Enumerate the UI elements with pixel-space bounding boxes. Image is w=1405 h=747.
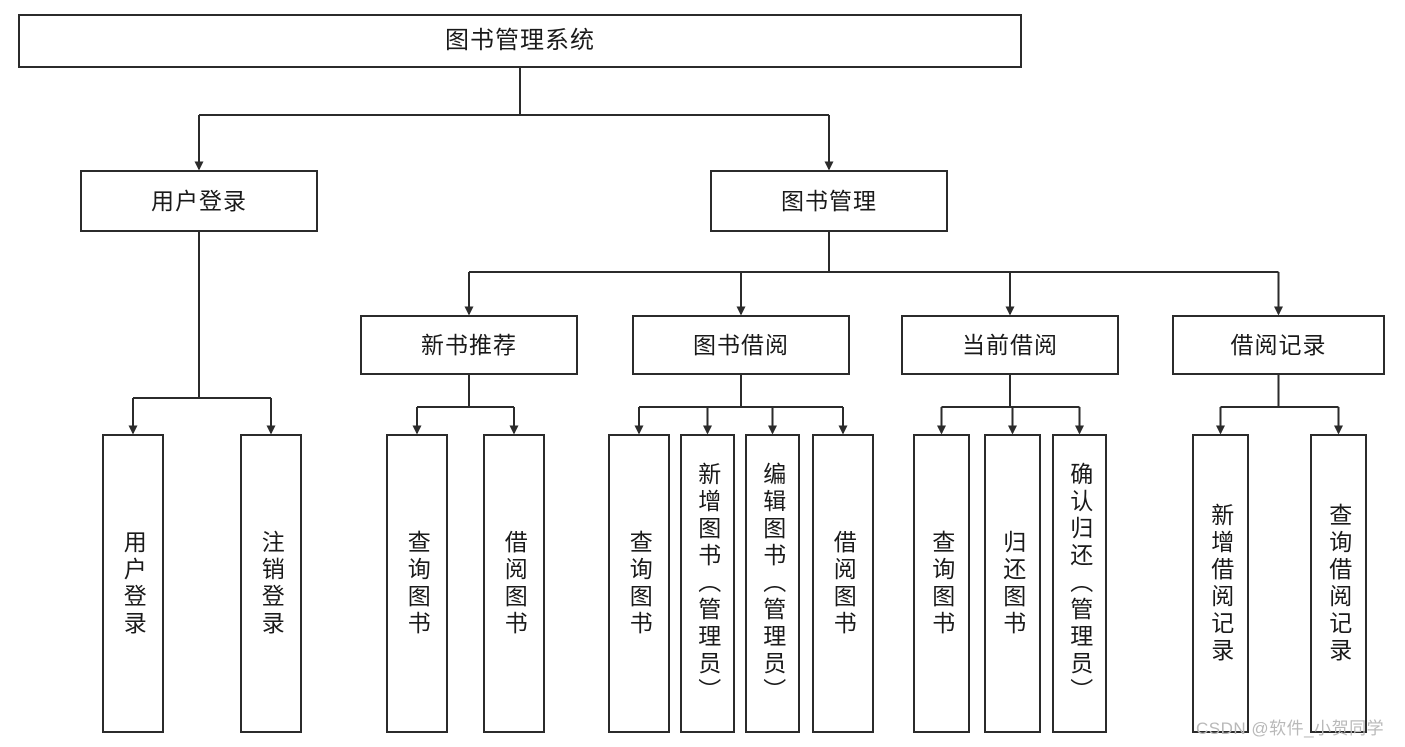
edge-group (128, 68, 1343, 435)
node-leaf-logout[interactable]: 注销登录 (240, 434, 302, 733)
node-leaf-query-books-recommend[interactable]: 查询图书 (386, 434, 448, 733)
node-leaf-return-book[interactable]: 归还图书 (984, 434, 1041, 733)
node-leaf-user-login[interactable]: 用户登录 (102, 434, 164, 733)
node-root-book-management-system[interactable]: 图书管理系统 (18, 14, 1022, 68)
node-label: 查询借阅记录 (1325, 502, 1352, 665)
node-label: 归还图书 (999, 529, 1026, 638)
node-new-book-recommendation[interactable]: 新书推荐 (360, 315, 578, 375)
node-leaf-borrow-book[interactable]: 借阅图书 (812, 434, 874, 733)
node-label: 确认归还（管理员） (1066, 462, 1093, 705)
node-leaf-query-books-current[interactable]: 查询图书 (913, 434, 970, 733)
node-leaf-confirm-return-admin[interactable]: 确认归还（管理员） (1052, 434, 1107, 733)
node-label: 图书管理 (781, 187, 877, 214)
node-label: 新增借阅记录 (1207, 502, 1234, 665)
node-leaf-borrow-books-recommend[interactable]: 借阅图书 (483, 434, 545, 733)
node-label: 查询图书 (928, 529, 955, 638)
node-label: 图书借阅 (693, 331, 789, 358)
node-label: 图书管理系统 (445, 27, 595, 55)
node-label: 注销登录 (258, 529, 285, 638)
node-label: 新书推荐 (421, 331, 517, 358)
node-leaf-add-borrowing-record[interactable]: 新增借阅记录 (1192, 434, 1249, 733)
node-label: 用户登录 (120, 529, 147, 638)
node-leaf-add-book-admin[interactable]: 新增图书（管理员） (680, 434, 735, 733)
node-book-borrowing[interactable]: 图书借阅 (632, 315, 850, 375)
node-leaf-query-borrowing-record[interactable]: 查询借阅记录 (1310, 434, 1367, 733)
node-label: 编辑图书（管理员） (759, 462, 786, 705)
node-current-borrowing[interactable]: 当前借阅 (901, 315, 1119, 375)
node-book-management[interactable]: 图书管理 (710, 170, 948, 232)
node-label: 当前借阅 (962, 331, 1058, 358)
node-label: 查询图书 (404, 529, 431, 638)
node-label: 新增图书（管理员） (694, 462, 721, 705)
node-label: 查询图书 (626, 529, 653, 638)
node-label: 借阅图书 (830, 529, 857, 638)
node-user-login[interactable]: 用户登录 (80, 170, 318, 232)
node-leaf-edit-book-admin[interactable]: 编辑图书（管理员） (745, 434, 800, 733)
csdn-watermark: CSDN @软件_小贺同学 (1196, 719, 1385, 738)
node-borrowing-records[interactable]: 借阅记录 (1172, 315, 1385, 375)
node-label: 借阅图书 (501, 529, 528, 638)
node-label: 用户登录 (151, 187, 247, 214)
node-leaf-query-books-borrowing[interactable]: 查询图书 (608, 434, 670, 733)
node-label: 借阅记录 (1230, 331, 1327, 358)
